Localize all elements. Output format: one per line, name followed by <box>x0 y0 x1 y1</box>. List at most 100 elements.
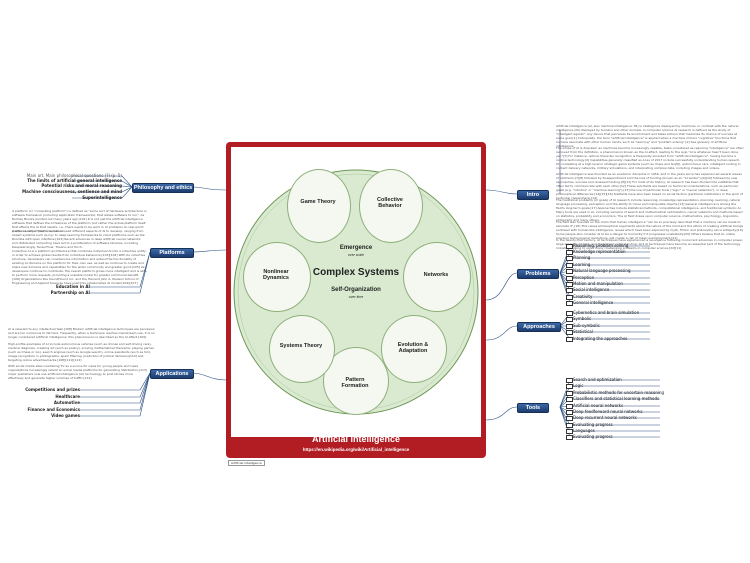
problems-item[interactable]: Learning <box>573 262 591 267</box>
tools-item[interactable]: Evaluating progress <box>573 434 613 439</box>
intro-paragraph: In the twenty-first century, AI techniqu… <box>556 238 744 250</box>
checkbox-icon <box>566 250 573 255</box>
node-intro[interactable]: Intro <box>517 190 549 200</box>
emergence-label: Emergence <box>339 245 373 251</box>
platforms-item[interactable]: Partnership on AI <box>50 290 90 295</box>
petal-title-evolution: Evolution & Adaptation <box>397 342 429 354</box>
checkbox-icon <box>566 263 573 268</box>
petal-game-theory <box>287 169 351 243</box>
checkbox-icon <box>566 330 573 335</box>
tools-item[interactable]: Classifiers and statistical learning met… <box>573 396 660 401</box>
applications-paragraph: High-profile examples of AI include auto… <box>8 342 154 362</box>
checkbox-icon <box>566 337 573 342</box>
tools-item[interactable]: Probabilistic methods for uncertain reas… <box>573 390 665 395</box>
checkbox-icon <box>566 282 573 287</box>
approaches-item[interactable]: Integrating the approaches <box>573 336 628 341</box>
checkbox-icon <box>566 311 573 316</box>
problems-item[interactable]: Creativity <box>573 294 593 299</box>
platforms-paragraph: A platform (or "computing platform") is … <box>12 209 147 233</box>
tools-item[interactable]: Languages <box>573 428 595 433</box>
philosophy-item[interactable]: Potential risks and moral reasoning <box>41 183 122 188</box>
tools-item[interactable]: Search and optimization <box>573 377 622 382</box>
central-topic-card[interactable]: Game Theory Collective Behavior Networks… <box>226 142 486 458</box>
tools-item[interactable]: Deep feedforward neural networks <box>573 409 643 414</box>
checkbox-icon <box>566 324 573 329</box>
platforms-paragraph: A wide variety of platforms has allowed … <box>12 229 145 249</box>
complex-systems-diagram: Game Theory Collective Behavior Networks… <box>231 147 481 437</box>
applications-item[interactable]: Healthcare <box>55 394 80 399</box>
intro-paragraph: Artificial intelligence was founded as a… <box>556 172 743 200</box>
node-tools[interactable]: Tools <box>517 403 549 413</box>
petal-title-collective-behavior: Collective Behavior <box>377 197 403 209</box>
problems-item[interactable]: General intelligence <box>573 300 614 305</box>
checkbox-icon <box>566 244 573 249</box>
petal-title-nonlinear: Nonlinear Dynamics <box>263 269 289 281</box>
tools-item[interactable]: Evaluating progress <box>573 422 613 427</box>
node-platforms[interactable]: Platforms <box>150 248 194 258</box>
checkbox-icon <box>566 435 573 440</box>
checkbox-icon <box>566 276 573 281</box>
approaches-item[interactable]: Cybernetics and brain simulation <box>573 310 640 315</box>
problems-item[interactable]: Social intelligence <box>573 287 610 292</box>
approaches-item[interactable]: Statistical <box>573 329 593 334</box>
checkbox-icon <box>566 423 573 428</box>
checkbox-icon <box>566 269 573 274</box>
checkbox-icon <box>566 288 573 293</box>
tools-item[interactable]: Logic <box>573 383 584 388</box>
petal-title-systems-theory: Systems Theory <box>279 343 323 349</box>
central-topic-title: Artificial intelligence <box>311 434 401 444</box>
tools-item[interactable]: Deep recurrent neural networks <box>573 415 637 420</box>
intro-paragraph: Artificial intelligence (AI, also machin… <box>556 124 739 148</box>
checkbox-icon <box>566 317 573 322</box>
applications-item[interactable]: Finance and Economics <box>27 407 80 412</box>
checkbox-icon <box>566 384 573 389</box>
platforms-item[interactable]: Education in AI <box>56 284 90 289</box>
checkbox-icon <box>566 378 573 383</box>
petal-title-pattern: Pattern Formation <box>341 377 369 389</box>
checkbox-icon <box>566 295 573 300</box>
philosophy-item[interactable]: Superintelligence <box>82 195 122 200</box>
problems-item[interactable]: Reasoning, problem solving <box>573 243 629 248</box>
petal-pattern <box>323 347 389 415</box>
image-credit: Artificial intelligence <box>228 460 265 466</box>
petal-title-networks: Networks <box>423 272 449 278</box>
checkbox-icon <box>566 256 573 261</box>
node-approaches[interactable]: Approaches <box>517 322 561 332</box>
node-problems[interactable]: Problems <box>517 269 559 279</box>
approaches-item[interactable]: Symbolic <box>573 316 592 321</box>
intro-paragraph: The field was founded on the claim that … <box>556 220 744 240</box>
petal-nonlinear <box>243 242 311 312</box>
checkbox-icon <box>566 416 573 421</box>
problems-item[interactable]: Natural language processing <box>573 268 631 273</box>
node-applications[interactable]: Applications <box>150 369 194 379</box>
petal-title-game-theory: Game Theory <box>300 199 336 205</box>
petal-evolution <box>381 315 447 383</box>
petal-collective-behavior <box>359 169 423 243</box>
applications-item[interactable]: Video games <box>51 413 80 418</box>
tools-item[interactable]: Artificial neural networks <box>573 403 624 408</box>
problems-item[interactable]: Knowledge representation <box>573 249 626 254</box>
problems-item[interactable]: Motion and manipulation <box>573 281 623 286</box>
philosophy-item[interactable]: The limits of artificial general intelli… <box>27 178 122 183</box>
applications-paragraph: With social media sites overtaking TV as… <box>8 364 148 380</box>
approaches-item[interactable]: Sub-symbolic <box>573 323 600 328</box>
problems-item[interactable]: Perception <box>573 275 595 280</box>
checkbox-icon <box>566 429 573 434</box>
checkbox-icon <box>566 301 573 306</box>
philosophy-item[interactable]: Main art. Main philosophical questions (… <box>26 173 122 178</box>
petal-systems-theory <box>269 315 335 383</box>
problems-item[interactable]: Planning <box>573 255 591 260</box>
checkbox-icon <box>566 397 573 402</box>
intro-paragraph: The scope of AI is disputed: as machines… <box>556 146 744 170</box>
philosophy-item[interactable]: Machine consciousness, sentience and min… <box>22 189 122 194</box>
applications-paragraph: AI is relevant to any intellectual task.… <box>8 327 155 339</box>
checkbox-icon <box>566 391 573 396</box>
platforms-paragraph: Collective AI is a platform architecture… <box>12 249 147 285</box>
self-organization-label: Self-Organization <box>331 287 381 293</box>
checkbox-icon <box>566 404 573 409</box>
applications-item[interactable]: Competitions and prizes <box>25 387 80 392</box>
emergence-sublabel: over scale <box>348 253 364 257</box>
applications-item[interactable]: Automotive <box>53 400 80 405</box>
central-topic-url[interactable]: https://en.wikipedia.org/wiki/Artificial… <box>302 447 410 452</box>
node-philosophy[interactable]: Philosophy and ethics <box>132 183 194 193</box>
